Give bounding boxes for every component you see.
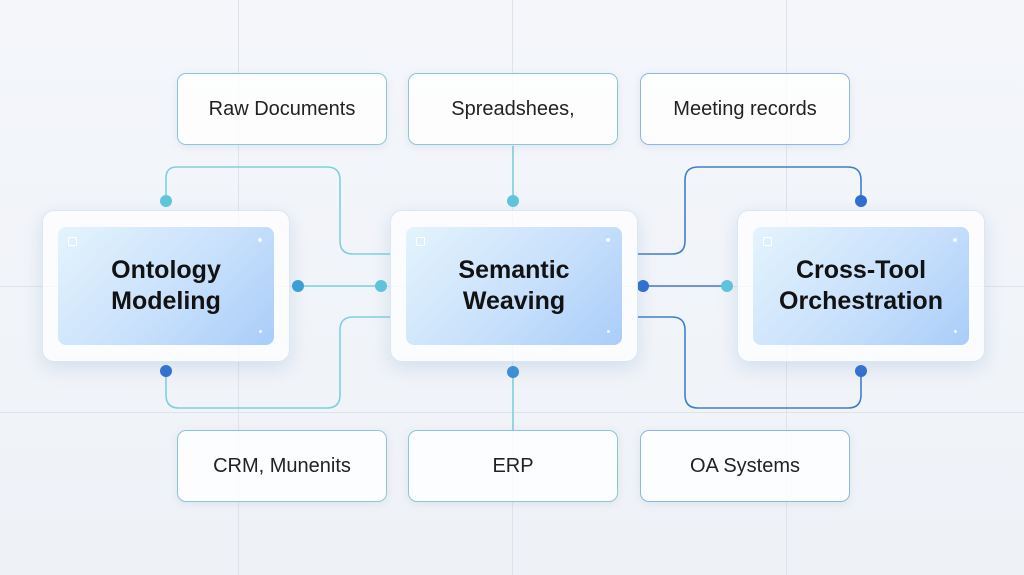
corner-square-icon <box>763 237 772 246</box>
corner-dot-icon <box>259 330 262 333</box>
node-title-line: Ontology <box>111 255 221 284</box>
node-card-ontology-modeling: Ontology Modeling <box>42 210 290 362</box>
connector-oa-systems <box>637 316 862 409</box>
node-title: Ontology Modeling <box>111 255 221 318</box>
corner-square-icon <box>416 237 425 246</box>
connector-meeting-records <box>637 166 862 255</box>
corner-dot-icon <box>258 238 262 242</box>
source-box-meeting-records: Meeting records <box>640 73 850 145</box>
connector-crm <box>165 316 390 409</box>
node-title-line: Modeling <box>111 287 221 315</box>
source-label: ERP <box>492 454 534 477</box>
source-label: CRM, Munenits <box>213 454 351 477</box>
source-box-oa-systems: OA Systems <box>640 430 850 502</box>
node-title-line: Cross-Tool <box>795 255 927 284</box>
node-card-panel: Cross-Tool Orchestration <box>753 227 969 345</box>
node-title-line: Weaving <box>462 287 566 315</box>
source-label: Spreadshees, <box>451 97 575 120</box>
node-title-line: Semantic <box>458 255 570 284</box>
connector-dot <box>292 280 304 292</box>
connector-dot <box>507 195 519 207</box>
connector-dot <box>160 365 172 377</box>
node-card-semantic-weaving: Semantic Weaving <box>390 210 638 362</box>
corner-square-icon <box>68 237 77 246</box>
connector-dot <box>375 280 387 292</box>
node-card-cross-tool-orchestration: Cross-Tool Orchestration <box>737 210 985 362</box>
corner-dot-icon <box>954 330 957 333</box>
node-title: Cross-Tool Orchestration <box>779 255 943 318</box>
connector-dot <box>160 195 172 207</box>
connector-dot <box>855 195 867 207</box>
connector-dot <box>637 280 649 292</box>
connector-dot <box>507 366 519 378</box>
source-box-crm: CRM, Munenits <box>177 430 387 502</box>
source-label: Raw Documents <box>208 97 356 120</box>
node-title: Semantic Weaving <box>458 255 569 318</box>
corner-dot-icon <box>606 238 610 242</box>
source-label: OA Systems <box>689 454 801 477</box>
corner-dot-icon <box>607 330 610 333</box>
source-box-spreadsheets: Spreadshees, <box>408 73 618 145</box>
connector-dot <box>855 365 867 377</box>
connector-dot <box>721 280 733 292</box>
source-box-erp: ERP <box>408 430 618 502</box>
node-card-panel: Ontology Modeling <box>58 227 274 345</box>
source-label: Meeting records <box>673 97 817 120</box>
corner-dot-icon <box>953 238 957 242</box>
connector-raw-documents <box>165 166 390 255</box>
node-title-line: Orchestration <box>779 287 943 315</box>
node-card-panel: Semantic Weaving <box>406 227 622 345</box>
source-box-raw-documents: Raw Documents <box>177 73 387 145</box>
grid-line <box>0 412 1024 413</box>
